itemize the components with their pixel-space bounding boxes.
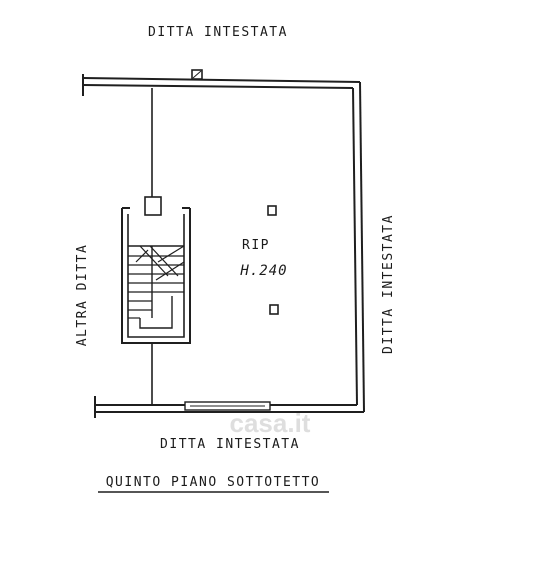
bottom-neighbor-label: DITTA INTESTATA xyxy=(160,437,300,452)
floor-caption: QUINTO PIANO SOTTOTETTO xyxy=(106,475,321,490)
right-neighbor-label: DITTA INTESTATA xyxy=(381,214,396,354)
room-name-label: RIP xyxy=(242,238,270,253)
left-neighbor-label: ALTRA DITTA xyxy=(75,244,90,347)
watermark-logo: casa.it xyxy=(230,408,311,438)
column-marker-top xyxy=(267,205,277,216)
stairwell xyxy=(121,196,191,344)
column-marker-bottom xyxy=(269,304,279,315)
top-neighbor-label: DITTA INTESTATA xyxy=(148,25,288,40)
room-height-label: H.240 xyxy=(239,263,287,279)
outer-walls xyxy=(82,69,365,418)
